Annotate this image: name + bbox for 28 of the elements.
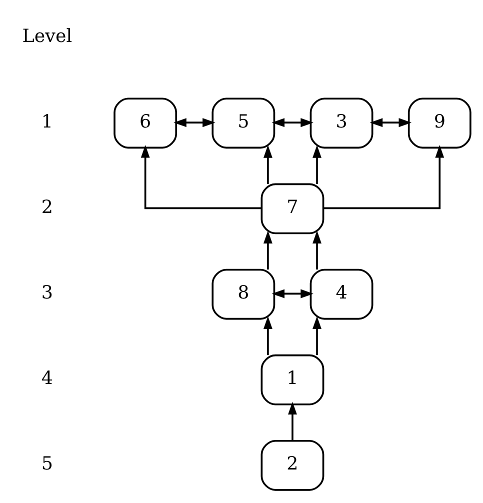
label: Level: [22, 26, 72, 47]
arrow: [312, 145, 321, 184]
label: 1: [40, 112, 53, 132]
arrow: [369, 118, 412, 128]
arrow: [271, 289, 313, 298]
arrow: [262, 230, 272, 270]
node-box: 1: [260, 354, 324, 406]
arrow: [262, 145, 272, 184]
label: 5: [40, 454, 53, 475]
arrow: [262, 316, 272, 356]
node-box: 5: [211, 98, 275, 149]
arrow: [271, 118, 313, 128]
label: 3: [40, 282, 53, 304]
node-box: 2: [260, 440, 324, 491]
node-box: 3: [309, 98, 373, 149]
node-box: 9: [407, 98, 471, 149]
node-box: 6: [113, 98, 177, 149]
arrow: [140, 144, 262, 210]
arrow: [322, 144, 444, 210]
label: 4: [40, 368, 53, 390]
node-box: 4: [309, 268, 373, 320]
arrow: [312, 316, 321, 356]
arrow: [312, 230, 321, 270]
node-box: 8: [211, 268, 275, 320]
arrow: [288, 402, 296, 441]
label: 2: [40, 197, 53, 218]
arrow: [173, 118, 215, 128]
node-box: 7: [260, 183, 324, 234]
